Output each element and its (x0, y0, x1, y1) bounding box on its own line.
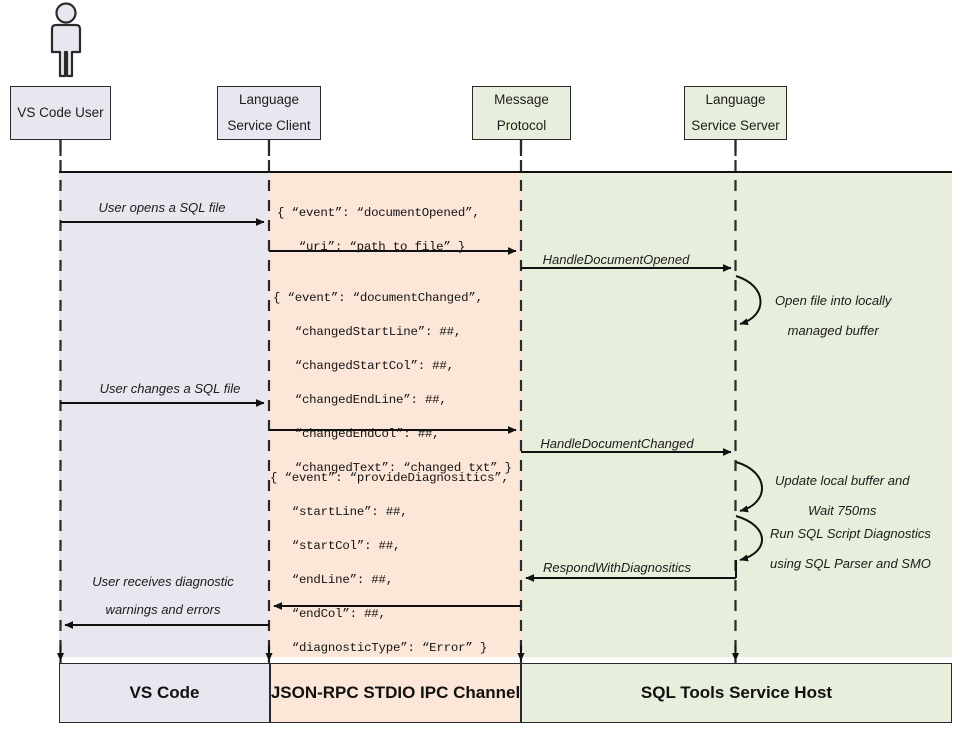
participant-label-line2: Protocol (496, 118, 547, 133)
participant-label-line1: Language (238, 92, 300, 108)
lane-footer-sqltools[interactable]: SQL Tools Service Host (521, 663, 952, 723)
note-line: Run SQL Script Diagnostics using SQL Par… (770, 526, 931, 571)
note-run-diagnostics: Run SQL Script Diagnostics using SQL Par… (770, 519, 931, 579)
lane-footer-label: JSON-RPC STDIO IPC Channel (270, 683, 521, 702)
label-respond-with-diagnositics: RespondWithDiagnositics (542, 560, 692, 575)
participant-vscode-user[interactable]: VS Code User (10, 86, 111, 140)
note-line: Open file into locally managed buffer (775, 293, 892, 338)
participant-label: VS Code User (17, 105, 104, 121)
label-user-receives-diagnostics-line2: warnings and errors (105, 602, 221, 617)
lane-band-vscode (59, 172, 270, 657)
label-handle-document-changed: HandleDocumentChanged (540, 436, 694, 451)
lane-footer-ipc[interactable]: JSON-RPC STDIO IPC Channel (270, 663, 521, 723)
lane-band-sqltools (521, 172, 952, 657)
participant-message-protocol[interactable]: Message Protocol (472, 86, 571, 140)
person-icon (50, 2, 82, 78)
participant-label-line2: Service Server (691, 118, 780, 133)
lane-footer-label: SQL Tools Service Host (640, 683, 833, 702)
payload-provide-diagnositics: { “event”: “provideDiagnositics”, “start… (270, 471, 509, 655)
lane-footer-vscode[interactable]: VS Code (59, 663, 270, 723)
participant-label-line1: Language (705, 92, 766, 108)
lane-footer-label: VS Code (129, 683, 200, 702)
participant-label-line2: Service Client (227, 118, 311, 133)
note-open-file: Open file into locally managed buffer (775, 286, 891, 346)
label-handle-document-opened: HandleDocumentOpened (542, 252, 690, 267)
note-update-buffer: Update local buffer and Wait 750ms (775, 466, 909, 526)
label-user-opens-file: User opens a SQL file (98, 200, 226, 215)
participant-label-line1: Message (494, 92, 549, 108)
label-user-changes-file: User changes a SQL file (99, 381, 241, 396)
participant-language-service-client[interactable]: Language Service Client (217, 86, 321, 140)
lane-band-ipc (270, 172, 521, 657)
payload-document-changed: { “event”: “documentChanged”, “changedSt… (273, 291, 512, 475)
payload-document-opened: { “event”: “documentOpened”, “uri”: “pat… (277, 206, 480, 254)
label-user-receives-diagnostics-line1: User receives diagnostic (92, 574, 234, 589)
note-line: Update local buffer and Wait 750ms (775, 473, 910, 518)
participant-language-service-server[interactable]: Language Service Server (684, 86, 787, 140)
